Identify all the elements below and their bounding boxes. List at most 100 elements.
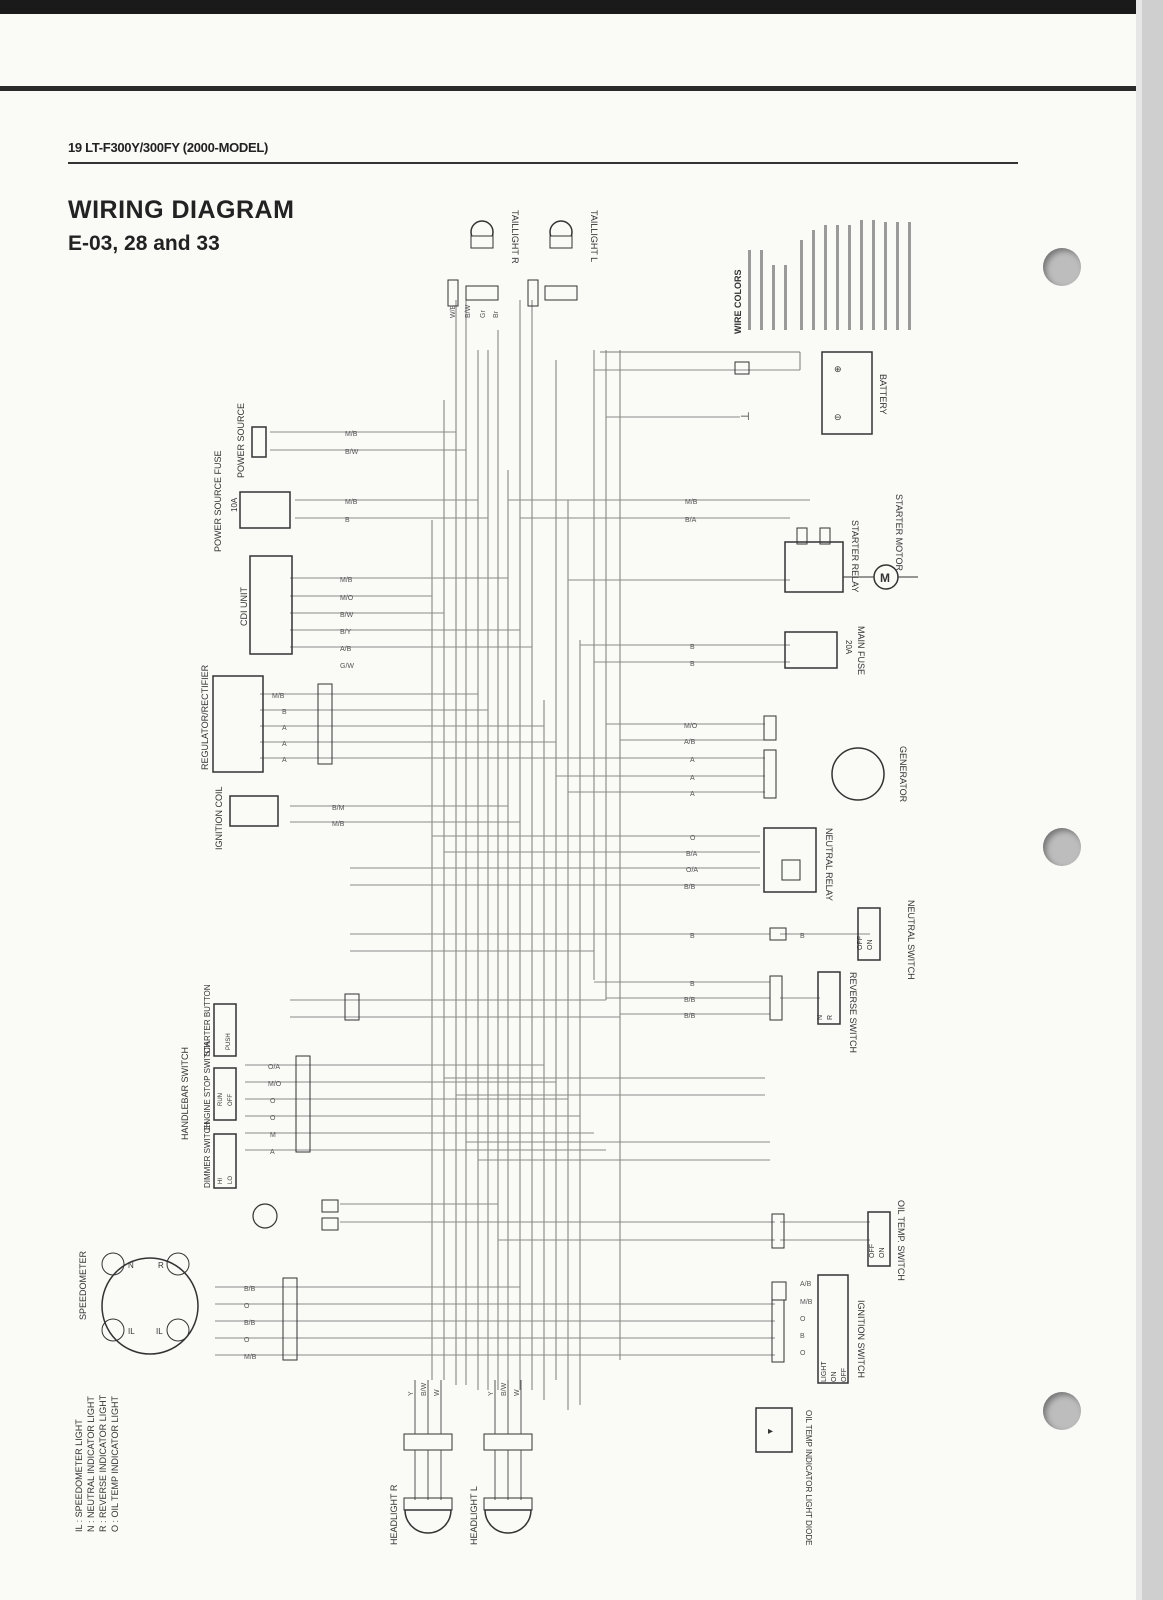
- wire-color-label: M: [270, 1132, 276, 1139]
- wire-color-label: A: [282, 725, 287, 732]
- scan-edge-inner: [1136, 0, 1142, 1600]
- legend-item: IL : SPEEDOMETER LIGHT: [74, 1419, 84, 1532]
- wire-label-layer: M/BB/WM/BBM/BM/OB/WB/YA/BG/WM/BB/ABBM/BB…: [244, 304, 813, 1396]
- page-subtitle: E-03, 28 and 33: [68, 232, 220, 255]
- motor-symbol: M: [880, 571, 890, 585]
- wire-color-label: M/O: [268, 1081, 282, 1088]
- reverse-switch-n: N: [817, 1015, 824, 1020]
- connector: [321, 1199, 339, 1213]
- connector: [771, 1299, 785, 1363]
- wire-colors-table: [748, 220, 911, 330]
- battery-label: BATTERY: [878, 374, 888, 415]
- speedo-lamp-il: IL: [156, 1327, 163, 1336]
- wire-color-label: Gr: [480, 310, 487, 318]
- binder-hole-middle: [1043, 828, 1081, 866]
- connector: [771, 1213, 785, 1249]
- neutral-relay: [763, 827, 817, 893]
- connector: [317, 683, 333, 765]
- legend-item: N : NEUTRAL INDICATOR LIGHT: [86, 1396, 96, 1532]
- wire-color-label: B/B: [244, 1286, 256, 1293]
- wire-color-label: B: [282, 709, 287, 716]
- taillight-l-label: TAILLIGHT L: [589, 210, 599, 262]
- regulator-rectifier-label: REGULATOR/RECTIFIER: [200, 664, 210, 770]
- binder-hole-top: [1043, 248, 1081, 286]
- wire-color-label: B/W: [340, 612, 354, 619]
- wire-color-label: B/W: [421, 1382, 428, 1396]
- connector: [769, 927, 787, 941]
- handlebar-switch-label: HANDLEBAR SWITCH: [180, 1047, 190, 1140]
- taillight-r: [447, 220, 499, 307]
- neutral-relay-label: NEUTRAL RELAY: [824, 828, 834, 901]
- connector: [734, 361, 750, 375]
- wire-color-label: B: [690, 933, 695, 940]
- speedometer-lamp: [101, 1318, 125, 1342]
- wire-color-label: B/W: [345, 449, 359, 456]
- power-source-label: POWER SOURCE: [236, 403, 246, 478]
- wire-color-label: B: [690, 644, 695, 651]
- relay-terminal: [819, 527, 831, 545]
- wire-bus: [431, 300, 801, 1410]
- headlight-l-label: HEADLIGHT L: [469, 1486, 479, 1545]
- wire-color-label: B: [800, 933, 805, 940]
- wire-color-label: M/B: [244, 1354, 257, 1361]
- dimmer-switch-label: DIMMER SWITCH: [203, 1122, 212, 1188]
- wire-color-label: Y: [408, 1391, 415, 1396]
- wire-color-label: M/B: [345, 499, 358, 506]
- wire-color-label: O/A: [686, 867, 698, 874]
- main-fuse: [784, 631, 838, 669]
- headlight-r: [403, 1380, 453, 1534]
- engine-stop-label: ENGINE STOP SWITCH: [203, 1042, 212, 1130]
- wire-color-label: O: [800, 1316, 806, 1323]
- ignition-coil-label: IGNITION COIL: [214, 786, 224, 850]
- legend-item: O : OIL TEMP INDICATOR LIGHT: [110, 1395, 120, 1532]
- wire-color-label: W: [514, 1389, 521, 1396]
- battery: [821, 351, 873, 435]
- wire-color-label: M/B: [345, 431, 358, 438]
- starter-button-label: STARTER BUTTON: [203, 984, 212, 1056]
- page-title: WIRING DIAGRAM: [68, 196, 295, 224]
- taillight-l: [527, 220, 578, 307]
- wire-color-label: B: [800, 1333, 805, 1340]
- wire-color-label: G/W: [340, 663, 354, 670]
- connector: [295, 1055, 311, 1153]
- connector: [763, 749, 777, 799]
- wire-color-label: O: [270, 1115, 276, 1122]
- wire-color-label: B/W: [465, 304, 472, 318]
- oil-temp-switch-label: OIL TEMP. SWITCH: [896, 1200, 906, 1281]
- wire-color-label: M/B: [685, 499, 698, 506]
- connector: [771, 1281, 787, 1301]
- neutral-switch-off: OFF: [857, 936, 864, 950]
- wire-color-label: O/A: [268, 1064, 280, 1071]
- oil-temp-indicator-diode: [755, 1407, 793, 1453]
- speedometer: [101, 1257, 199, 1355]
- speedometer-lamp: [166, 1318, 190, 1342]
- wire-color-label: A/B: [340, 646, 352, 653]
- wire-color-label: B/M: [332, 805, 345, 812]
- taillight-r-label: TAILLIGHT R: [510, 210, 520, 264]
- wire-color-label: A/B: [684, 739, 696, 746]
- diode-icon: ▸: [768, 1426, 773, 1437]
- relay-terminal: [796, 527, 808, 545]
- ignition-switch-label: IGNITION SWITCH: [856, 1300, 866, 1378]
- ignition-switch: [817, 1274, 849, 1384]
- wire-color-label: O: [244, 1337, 250, 1344]
- connector: [763, 715, 777, 741]
- speedo-lamp-il: IL: [128, 1327, 135, 1336]
- starter-motor-label: STARTER MOTOR: [894, 494, 904, 572]
- main-fuse-amp: 20A: [844, 640, 853, 655]
- page-header: 19 LT-F300Y/300FY (2000-MODEL): [68, 140, 269, 155]
- wire-color-label: M/O: [684, 723, 698, 730]
- starter-relay-label: STARTER RELAY: [850, 520, 860, 593]
- scan-top-band: [0, 0, 1163, 14]
- relay-coil: [781, 859, 801, 881]
- header-rule: [68, 162, 1018, 164]
- wire-color-label: B/B: [684, 884, 696, 891]
- legend-item: R : REVERSE INDICATOR LIGHT: [98, 1394, 108, 1532]
- wire-runs: [215, 369, 870, 1356]
- reverse-switch-r: R: [827, 1015, 834, 1020]
- wire-color-label: M/B: [332, 821, 345, 828]
- wire-color-label: Br: [493, 310, 500, 318]
- regulator-rectifier: [212, 675, 264, 773]
- reverse-switch-label: REVERSE SWITCH: [848, 972, 858, 1053]
- wire-color-label: A: [282, 741, 287, 748]
